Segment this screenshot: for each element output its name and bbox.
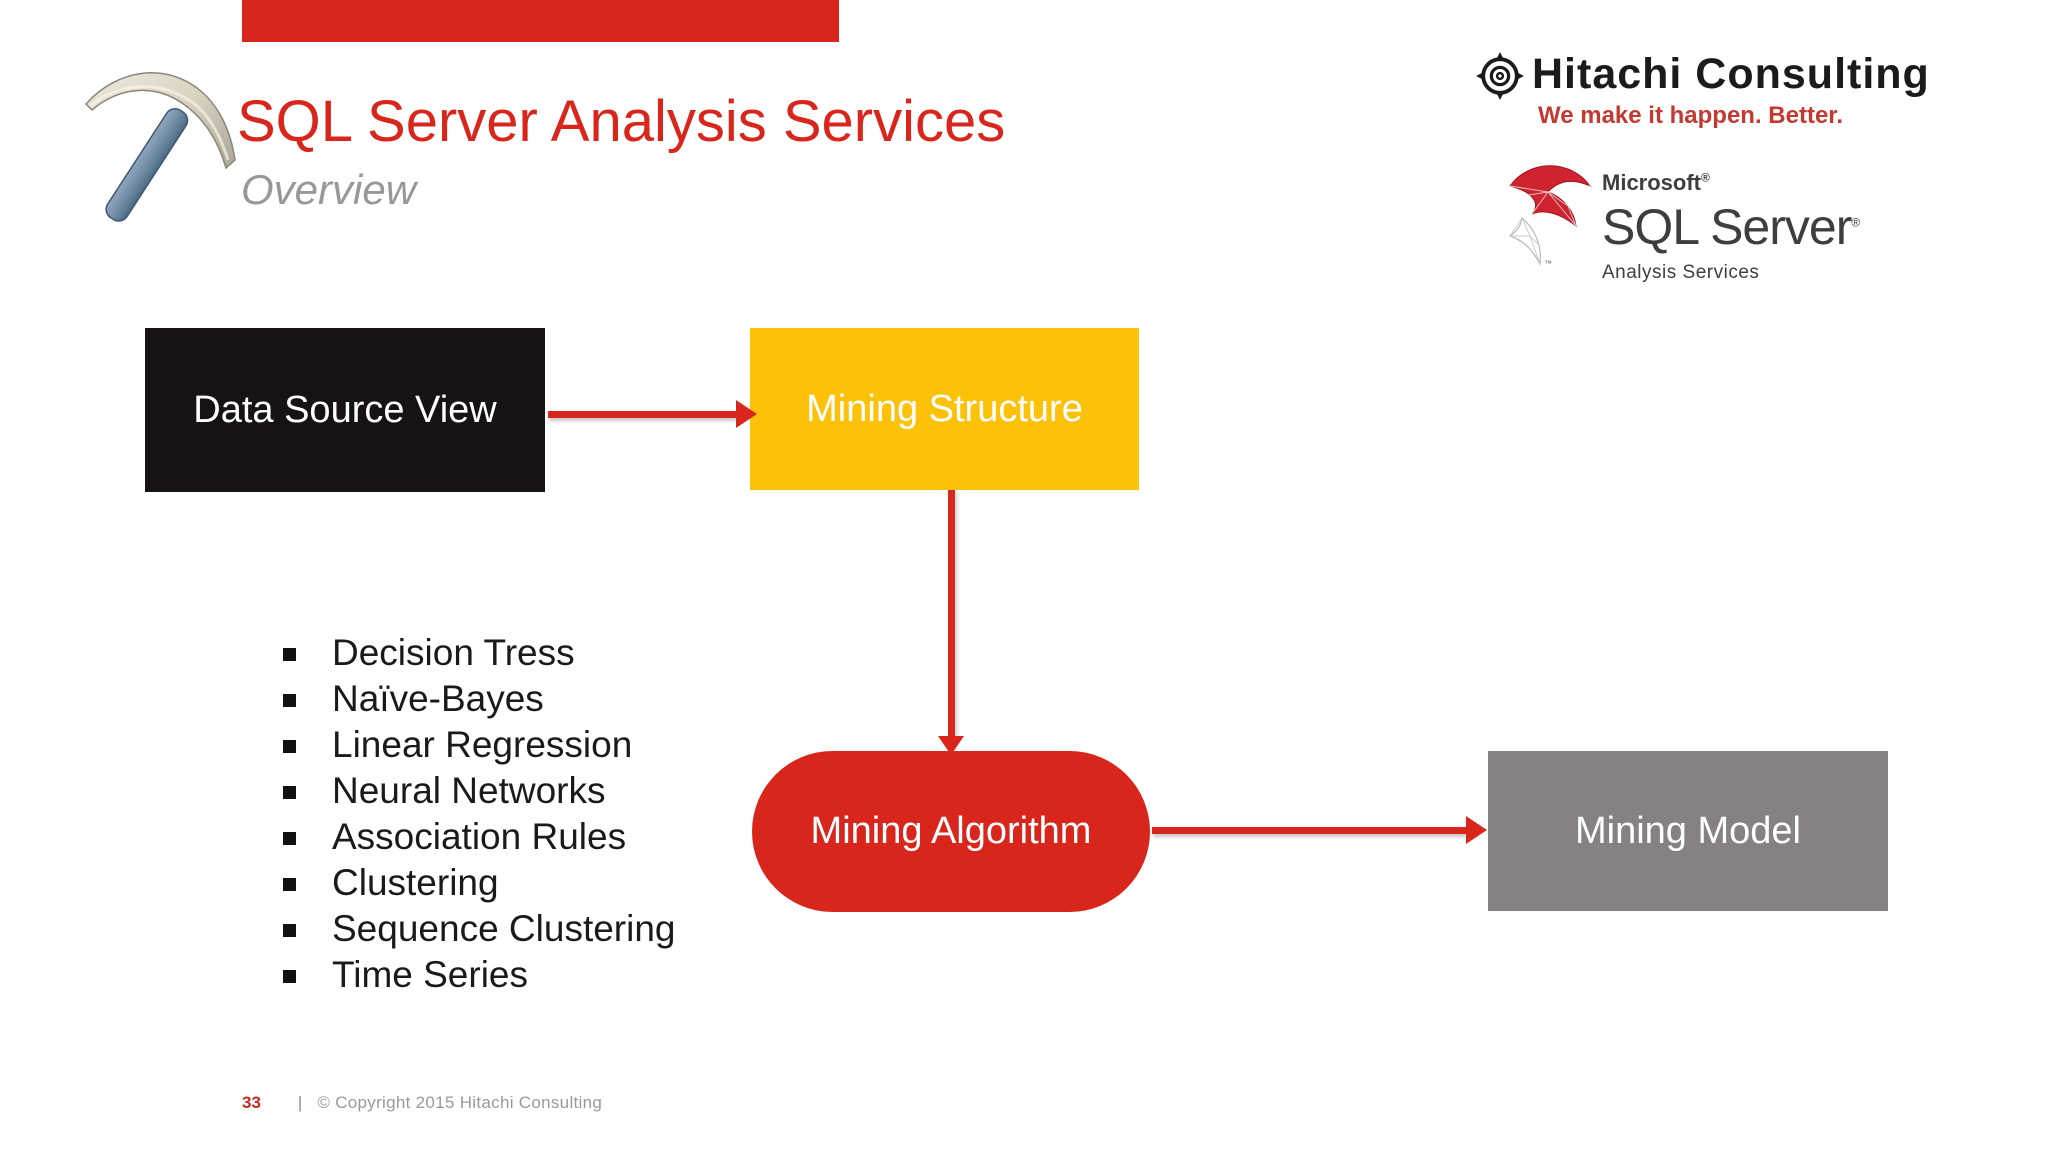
arrowhead-right-icon (736, 400, 757, 428)
algorithm-list-item: Clustering (283, 860, 676, 906)
node-mining-algorithm: Mining Algorithm (752, 751, 1150, 912)
square-bullet-icon (283, 969, 296, 983)
arrowhead-down-icon (938, 736, 964, 755)
arrow-algorithm-to-model (1152, 827, 1468, 834)
arrowhead-right-icon (1466, 816, 1487, 844)
copyright-text: © Copyright 2015 Hitachi Consulting (317, 1093, 603, 1112)
node-label: Mining Algorithm (810, 810, 1092, 852)
algorithm-label: Time Series (332, 954, 529, 995)
square-bullet-icon (283, 739, 296, 753)
node-label: Data Source View (193, 388, 497, 431)
algorithm-list-item: Sequence Clustering (283, 906, 676, 952)
algorithm-label: Association Rules (332, 816, 627, 857)
arrow-dsv-to-structure (548, 411, 738, 418)
square-bullet-icon (283, 923, 296, 937)
sql-server-logo: ™ Microsoft® SQL Server® Analysis Servic… (1502, 156, 1860, 284)
algorithm-label: Sequence Clustering (332, 908, 676, 949)
square-bullet-icon (283, 785, 296, 799)
slide-title: SQL Server Analysis Services (237, 89, 1006, 154)
tm-mark: ™ (1544, 259, 1552, 268)
sql-server-fin-icon: ™ (1508, 165, 1592, 268)
hitachi-consulting-logo: Hitachi Consulting (1476, 50, 1930, 100)
square-bullet-icon (283, 877, 296, 891)
algorithm-list-item: Neural Networks (283, 768, 676, 814)
square-bullet-icon (283, 831, 296, 845)
analysis-services-label: Analysis Services (1602, 262, 1760, 283)
algorithm-label: Neural Networks (332, 770, 606, 811)
algorithm-list-item: Naïve-Bayes (283, 676, 676, 722)
algorithm-list-item: Decision Tress (283, 630, 676, 676)
page-number: 33 (242, 1093, 261, 1112)
slide-subtitle: Overview (241, 166, 417, 213)
footer-separator: | (297, 1093, 303, 1112)
square-bullet-icon (283, 693, 296, 707)
top-accent-bar (242, 0, 839, 42)
sql-server-wordmark: SQL Server® (1602, 199, 1860, 255)
algorithm-label: Clustering (332, 862, 499, 903)
node-mining-structure: Mining Structure (750, 328, 1139, 490)
square-bullet-icon (283, 647, 296, 661)
node-label: Mining Structure (806, 387, 1083, 430)
algorithm-label: Linear Regression (332, 724, 633, 765)
hitachi-mark-icon (1476, 52, 1524, 100)
algorithm-list-item: Time Series (283, 952, 676, 998)
hitachi-logo-text: Hitachi Consulting (1532, 50, 1930, 98)
hitachi-tagline: We make it happen. Better. (1538, 102, 1843, 129)
algorithm-list-item: Association Rules (283, 814, 676, 860)
algorithms-list: Decision Tress Naïve-Bayes Linear Regres… (283, 630, 676, 998)
algorithm-label: Naïve-Bayes (332, 678, 544, 719)
node-mining-model: Mining Model (1488, 751, 1888, 911)
algorithm-label: Decision Tress (332, 632, 575, 673)
node-data-source-view: Data Source View (145, 328, 545, 492)
arrow-structure-to-algorithm (948, 490, 955, 740)
microsoft-wordmark: Microsoft® (1602, 170, 1710, 195)
slide-footer: 33 | © Copyright 2015 Hitachi Consulting (242, 1093, 602, 1113)
algorithm-list-item: Linear Regression (283, 722, 676, 768)
pickaxe-icon (84, 72, 236, 222)
node-label: Mining Model (1575, 809, 1801, 852)
